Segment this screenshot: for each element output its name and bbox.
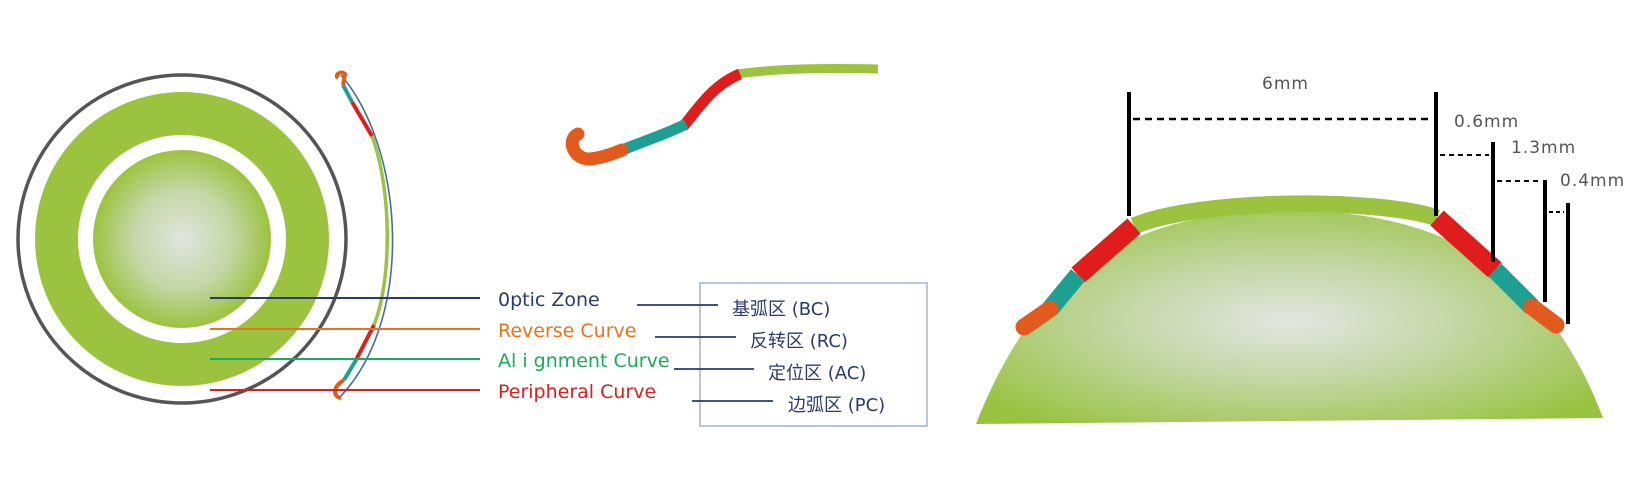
- lens-profile-reverse-bottom: [354, 324, 376, 361]
- legend-peripheral-curve-label: Peripheral Curve: [498, 381, 656, 403]
- lens-profile-optic-segment: [370, 135, 389, 326]
- cornea-dome: [976, 210, 1603, 424]
- dim-label-alignment: 1.3mm: [1511, 138, 1576, 158]
- lens-profile-peripheral-top: [334, 70, 348, 86]
- lens-profile-reverse-top: [350, 100, 374, 138]
- dome-lens-peripheral-right: [1523, 298, 1565, 334]
- dim-label-reverse: 0.6mm: [1454, 112, 1519, 132]
- legend-alignment-curve-label: Al i gnment Curve: [498, 350, 670, 372]
- lens-edge-cross-section: [565, 64, 879, 166]
- chinese-label-box: [699, 282, 928, 427]
- legend-reverse-curve-cn: 反转区 (RC): [750, 331, 848, 352]
- legend-alignment-curve-cn: 定位区 (AC): [768, 363, 866, 384]
- dome-lens-alignment-right: [1488, 263, 1539, 314]
- legend-optic-zone-cn: 基弧区 (BC): [732, 299, 830, 320]
- lens-side-profile: [333, 70, 394, 400]
- dome-lens-peripheral-left: [1015, 300, 1059, 336]
- dome-lens-reverse-left: [1071, 218, 1141, 283]
- dome-lens-optic: [1130, 195, 1440, 234]
- cornea-dome-view: 6mm 0.6mm 1.3mm 0.4mm: [976, 74, 1625, 424]
- legend-optic-zone-label: 0ptic Zone: [498, 289, 600, 311]
- dim-label-peripheral: 0.4mm: [1560, 171, 1625, 191]
- dome-lens-reverse-right: [1430, 210, 1502, 278]
- edge-peripheral-segment: [565, 127, 629, 166]
- lens-profile-peripheral-bottom: [333, 378, 346, 400]
- lens-profile-alignment-bottom: [342, 358, 358, 382]
- edge-reverse-segment: [678, 68, 743, 131]
- lens-profile-alignment-top: [341, 84, 354, 103]
- edge-optic-segment: [736, 64, 879, 79]
- lens-profile-outer-edge: [338, 74, 394, 399]
- legend-reverse-curve-label: Reverse Curve: [498, 320, 636, 342]
- legend: 0ptic Zone Reverse Curve Al i gnment Cur…: [498, 282, 928, 427]
- lens-front-view: [16, 73, 348, 405]
- legend-peripheral-curve-cn: 边弧区 (PC): [788, 395, 885, 416]
- leader-lines: [210, 297, 480, 391]
- optic-zone-disc: [93, 150, 271, 328]
- edge-alignment-segment: [615, 119, 689, 158]
- dim-label-optic: 6mm: [1262, 74, 1309, 94]
